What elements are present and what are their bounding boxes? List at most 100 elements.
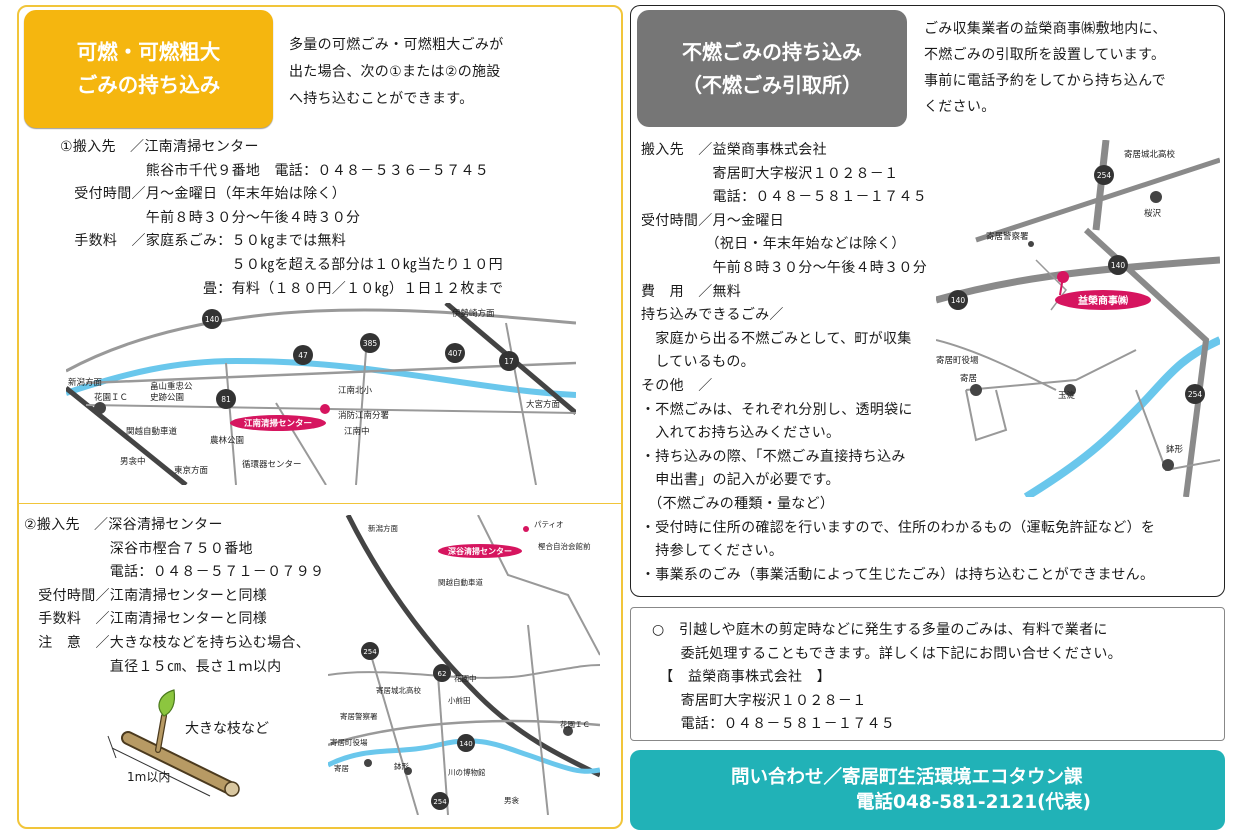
site2-line: 直径１５㎝、長さ１ｍ以内 — [24, 658, 282, 675]
site2-line: 深谷市樫合７５０番地 — [24, 540, 253, 557]
site2-info: ②搬入先 ／深谷清掃センター 深谷市樫合７５０番地 電話：０４８－５７１－０７９… — [24, 514, 324, 679]
site1-line: 熊谷市千代９番地 電話：０４８－５３６－５７４５ — [60, 162, 489, 179]
contractor-note — [630, 607, 1225, 741]
route-marker: 140 — [948, 290, 968, 310]
map-label: 寄居警察署 — [340, 711, 378, 721]
contractor-note-text: ○ 引越しや庭木の剪定時などに発生する多量のごみは、有料で業者に 委託処理するこ… — [652, 619, 1122, 737]
contact-department: 問い合わせ／寄居町生活環境エコタウン課 — [731, 767, 1083, 788]
info-line: しているもの。 — [641, 354, 755, 371]
svg-text:254: 254 — [433, 798, 447, 806]
map-label: 樫合自治会館前 — [538, 541, 591, 551]
route-marker: 254 — [431, 792, 449, 810]
branch-illustration — [100, 688, 260, 798]
site1-line: 午前８時３０分～午後４時３０分 — [60, 209, 361, 226]
info-line: ・持ち込みの際、「不燃ごみ直接持ち込み — [641, 448, 906, 465]
site1-line: 受付時間／月～金曜日（年末年始は除く） — [60, 186, 346, 203]
route-marker: 140 — [202, 309, 222, 329]
svg-text:62: 62 — [438, 670, 447, 678]
route-marker: 140 — [457, 734, 475, 752]
map-label: 花園中 — [454, 673, 477, 683]
combustible-title-line: ごみの持ち込み — [76, 73, 221, 97]
intro-line: 不燃ごみの引取所を設置しています。 — [924, 47, 1166, 63]
map-konan: 140 47 385 407 17 81 伊勢崎方面 新潟方面 花園ＩＣ 畠山重… — [64, 301, 578, 487]
map-label: 寄居警察署 — [986, 231, 1029, 242]
map-label: 畠山重忠公 — [150, 381, 193, 392]
info-line: その他 ／ — [641, 377, 713, 394]
map-label: 史跡公園 — [150, 392, 184, 403]
info-line: 申出書」の記入が必要です。 — [641, 472, 840, 489]
site1-line: ５０㎏を超える部分は１０㎏当たり１０円 — [60, 256, 503, 273]
map-label: 寄居 — [960, 373, 977, 384]
non-combustible-title-line: （不燃ごみ引取所） — [682, 72, 862, 97]
note-line: 寄居町大字桜沢１０２８－１ — [652, 692, 867, 709]
branch-length-label: 1m以内 — [127, 770, 171, 784]
intro-line: 多量の可燃ごみ・可燃粗大ごみが — [289, 37, 504, 53]
panel-divider — [19, 503, 621, 504]
info-line: 持参してください。 — [641, 543, 784, 560]
branch-label: 大きな枝など — [185, 721, 269, 737]
svg-text:140: 140 — [459, 740, 472, 748]
info-line: ・事業系のごみ（事業活動によって生じたごみ）は持ち込むことができません。 — [641, 566, 1155, 583]
map-label: 新潟方面 — [368, 523, 398, 533]
map-yorii: 254 140 140 254 寄居城北高校 桜沢 寄居警察署 寄居町役場 寄居… — [935, 139, 1222, 501]
svg-text:385: 385 — [363, 339, 378, 348]
map-label: 寄居城北高校 — [376, 685, 421, 695]
map-label: 男衾中 — [120, 456, 146, 467]
map-label: 江南北小 — [338, 385, 373, 396]
non-combustible-title-line: 不燃ごみの持ち込み — [682, 39, 862, 64]
site1-line: 手数料 ／家庭系ごみ：５０㎏までは無料 — [60, 233, 346, 250]
note-line: ○ 引越しや庭木の剪定時などに発生する多量のごみは、有料で業者に — [652, 622, 1108, 638]
map-label: 伊勢崎方面 — [452, 308, 495, 319]
route-marker: 17 — [499, 351, 519, 371]
intro-line: へ持ち込むことができます。 — [289, 91, 474, 107]
intro-line: 出た場合、次の①または②の施設 — [289, 64, 501, 80]
facility-marker: 江南清掃センター — [230, 415, 326, 431]
non-combustible-info: 搬入先 ／益榮商事株式会社 寄居町大字桜沢１０２８－１ 電話：０４８－５８１－１… — [641, 139, 1155, 587]
map-label: 川の博物館 — [448, 767, 486, 777]
svg-text:140: 140 — [951, 296, 966, 305]
route-marker: 385 — [360, 333, 380, 353]
map-label: 東京方面 — [174, 465, 209, 476]
info-line: 午前８時３０分～午後４時３０分 — [641, 259, 927, 276]
svg-text:140: 140 — [1111, 261, 1126, 270]
site2-line: 注 意 ／大きな枝などを持ち込む場合、 — [24, 634, 310, 651]
map-label: 鉢形 — [394, 761, 409, 771]
info-line: 家庭から出る不燃ごみとして、町が収集 — [641, 330, 912, 347]
route-marker: 254 — [361, 642, 379, 660]
note-line: 【 益榮商事株式会社 】 — [652, 669, 831, 686]
svg-text:81: 81 — [221, 395, 231, 404]
info-line: 電話：０４８－５８１－１７４５ — [641, 189, 927, 206]
combustible-title: 可燃・可燃粗大 ごみの持ち込み — [24, 10, 273, 128]
info-line: 入れてお持ち込みください。 — [641, 425, 841, 442]
svg-text:254: 254 — [1188, 390, 1203, 399]
non-combustible-title: 不燃ごみの持ち込み （不燃ごみ引取所） — [637, 10, 907, 127]
combustible-panel — [17, 5, 623, 829]
map-label: 寄居 — [334, 763, 349, 773]
info-line: 寄居町大字桜沢１０２８－１ — [641, 165, 899, 182]
map-label: 関越自動車道 — [126, 426, 178, 437]
map-label: 新潟方面 — [68, 377, 103, 388]
route-marker: 407 — [445, 343, 465, 363]
contact-banner: 問い合わせ／寄居町生活環境エコタウン課 電話048-581-2121(代表) — [630, 750, 1225, 830]
map-label: 寄居町役場 — [330, 737, 368, 747]
info-line: 持ち込みできるごみ／ — [641, 307, 784, 324]
site1-line: ①搬入先 ／江南清掃センター — [60, 139, 259, 155]
svg-text:407: 407 — [448, 349, 463, 358]
combustible-title-line: 可燃・可燃粗大 — [76, 40, 221, 64]
map-fukaya: 254 62 140 254 新潟方面 パティオ 樫合自治会館前 関越自動車道 … — [326, 513, 602, 816]
route-marker: 254 — [1094, 165, 1114, 185]
route-marker: 140 — [1108, 255, 1128, 275]
intro-line: ください。 — [924, 99, 996, 115]
route-marker: 47 — [293, 345, 313, 365]
route-marker: 62 — [433, 664, 451, 682]
map-label: 消防江南分署 — [338, 410, 390, 421]
map-label: 江南中 — [344, 426, 370, 437]
info-line: 受付時間／月～金曜日 — [641, 212, 784, 229]
svg-text:江南清掃センター: 江南清掃センター — [244, 418, 312, 429]
info-line: ・受付時に住所の確認を行いますので、住所のわかるもの（運転免許証など）を — [641, 519, 1156, 536]
site2-line: 手数料 ／江南清掃センターと同様 — [24, 611, 268, 628]
non-combustible-intro: ごみ収集業者の益榮商事㈱敷地内に、 不燃ごみの引取所を設置しています。 事前に電… — [924, 16, 1167, 120]
map-label: 寄居城北高校 — [1124, 149, 1176, 160]
intro-line: ごみ収集業者の益榮商事㈱敷地内に、 — [924, 21, 1167, 37]
info-line: （祝日・年末年始などは除く） — [641, 236, 906, 253]
